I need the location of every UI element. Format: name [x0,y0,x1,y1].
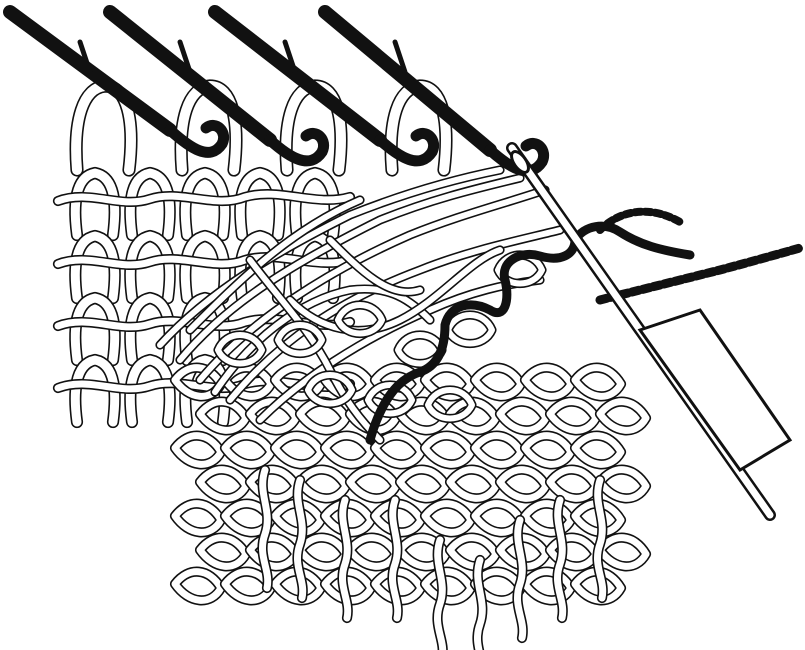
knitted-loop-icon [350,538,396,567]
knitted-loop-icon [600,470,646,499]
knitted-loop-icon [500,470,546,499]
dark-yarn-tail [600,248,800,300]
knitted-loop-icon [175,572,221,601]
knitted-loop-icon [350,470,396,499]
knitted-loop-icon [250,538,296,567]
knitted-loop-icon [275,436,321,465]
knitted-loop-icon [400,470,446,499]
knitted-loop-icon [175,436,221,465]
knitted-loop-icon [450,470,496,499]
knitted-loop-icon [525,436,571,465]
knitted-loop-icon [300,538,346,567]
knitted-loop-icon [175,504,221,533]
knitted-loop-icon [600,538,646,567]
yarn-strand [597,480,602,598]
knitted-loop-icon [425,436,471,465]
knitted-loop-icon [550,402,596,431]
yarn-strand [517,520,522,638]
knitted-loop-icon [448,315,492,344]
knitted-loop-icon [575,368,621,397]
knitted-loop-icon [425,504,471,533]
knitted-loop-icon [550,470,596,499]
knitted-loop-icon [240,173,279,235]
knitted-loop-icon [500,402,546,431]
knitted-loop-icon [450,538,496,567]
yarn-strand [342,500,347,618]
yarn-strand [392,500,397,618]
knitted-loop-icon [600,402,646,431]
knitted-loop-icon [475,368,521,397]
knitted-loop-icon [575,436,621,465]
yarn-strand [297,480,302,598]
knitted-loop-icon [200,538,246,567]
knitted-loop-icon [475,436,521,465]
running-strand [58,194,350,202]
yarn-strand [262,470,267,588]
needle-shaft [325,12,490,150]
knitted-fabric [58,86,646,650]
knitted-loop-icon [300,470,346,499]
knitted-loop-icon [325,436,371,465]
knitted-loop-icon [200,470,246,499]
yarn-strand [477,560,482,650]
knitted-loop-icon [225,436,271,465]
yarn-strand [437,540,442,650]
knitted-loop-icon [425,572,471,601]
needle-hook [270,133,324,160]
knitted-loop-icon [250,470,296,499]
knitted-loop-icon [525,368,571,397]
yarn-strand [557,500,562,618]
